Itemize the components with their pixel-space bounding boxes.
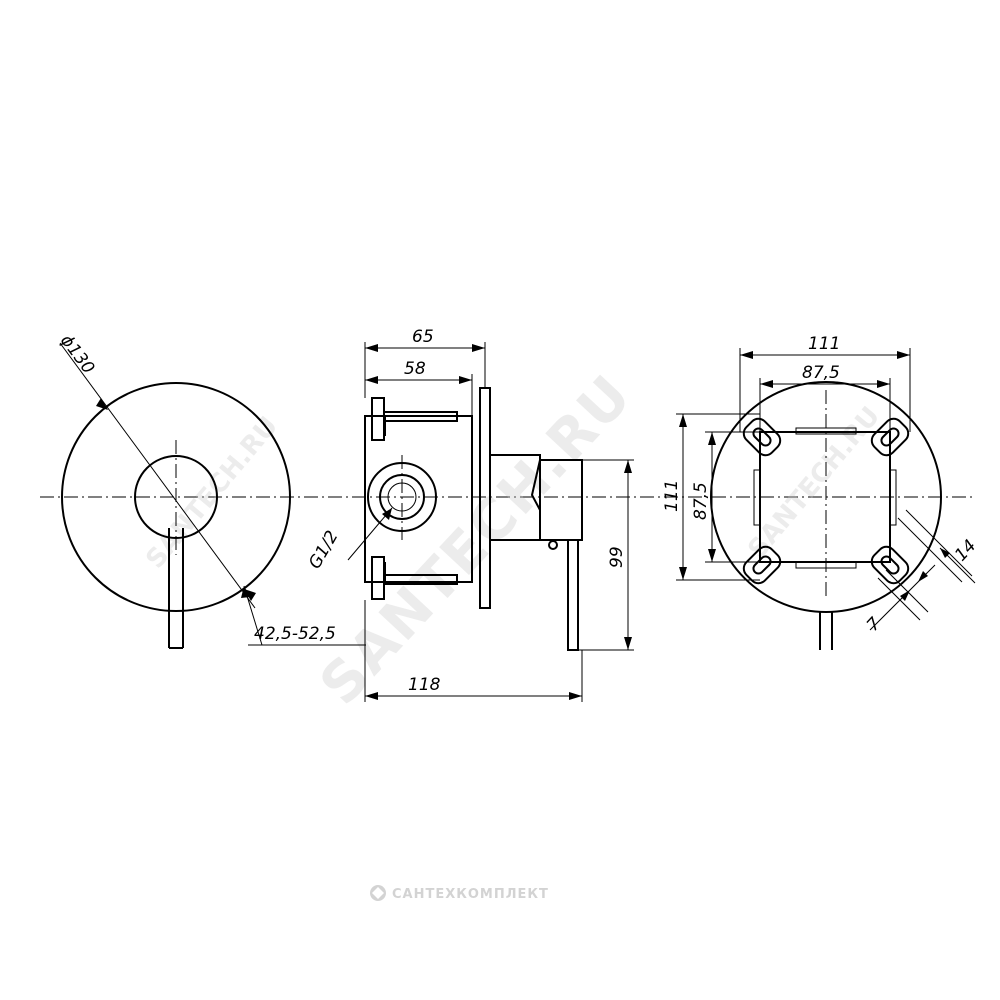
mount-plate-outline — [710, 381, 942, 613]
mount-lug-top-right — [870, 417, 910, 457]
diameter-arrow-top — [96, 398, 108, 410]
lever-pivot — [548, 540, 558, 550]
mount-lug-top-left — [742, 417, 782, 457]
mount-edge-bottom — [795, 561, 857, 569]
dim111v-label: 111 — [662, 480, 682, 512]
dim111v-arrow-top — [679, 414, 687, 427]
brand-logo-icon — [370, 885, 386, 901]
mount-edge-left — [753, 469, 761, 526]
dim58-arrow-left — [365, 376, 378, 384]
dim99-arrow-top — [624, 460, 632, 473]
mount-lug-bottom-right — [870, 545, 910, 585]
dim111h-arrow-right — [897, 351, 910, 359]
diameter-leader-line — [59, 342, 256, 609]
cover-plate-outline — [61, 382, 291, 612]
diameter-label: ϕ130 — [56, 331, 98, 378]
side-view: G1/2 65 58 99 118 — [305, 327, 634, 702]
valve-body-box — [364, 415, 473, 583]
watermark-small-right: SANTECH.RU — [742, 401, 886, 564]
dim65-arrow-right — [472, 344, 485, 352]
dim875h-arrow-right — [877, 380, 890, 388]
dim875h-label: 87,5 — [802, 363, 840, 383]
dim111h-arrow-left — [740, 351, 753, 359]
dim7-ext-b — [885, 569, 929, 613]
dim58-arrow-right — [459, 376, 472, 384]
dim118-label: 118 — [408, 675, 441, 695]
dim118-arrow-left — [365, 692, 378, 700]
brand-watermark: САНТЕХКОМПЛЕКТ — [370, 885, 549, 902]
dim14-label: 14 — [951, 536, 980, 565]
brand-name: САНТЕХКОМПЛЕКТ — [392, 887, 549, 902]
dim7-arrow-b — [918, 571, 928, 582]
thread-leader-line — [347, 507, 393, 561]
dim7-ext-a — [877, 577, 921, 621]
dim111v-arrow-bottom — [679, 567, 687, 580]
dim14-ext-a — [897, 517, 963, 583]
dim99-arrow-bottom — [624, 637, 632, 650]
dim875v-arrow-bottom — [708, 549, 716, 562]
dim58-label: 58 — [404, 359, 426, 379]
bottom-connection-rail — [383, 574, 458, 585]
dim7-arrow-a — [900, 590, 910, 601]
dim14-arrow — [940, 548, 950, 558]
dim111h-label: 111 — [808, 334, 840, 354]
dim65-label: 65 — [412, 327, 434, 347]
escutcheon-profile — [490, 454, 541, 541]
mount-edge-right — [889, 469, 897, 526]
watermark-main: SANTECH.RU — [308, 363, 645, 718]
handle-range-arrow — [241, 586, 250, 598]
thread-label: G1/2 — [305, 527, 343, 572]
dim14-ext-b — [905, 509, 973, 577]
dim65-arrow-left — [365, 344, 378, 352]
dim875v-arrow-top — [708, 432, 716, 445]
thread-arrow — [382, 508, 392, 520]
mount-lug-bottom-left — [742, 545, 782, 585]
dim875h-arrow-left — [760, 380, 773, 388]
handle-range-label: 42,5-52,5 — [254, 624, 336, 644]
dim875v-label: 87,5 — [691, 482, 711, 520]
top-connection-stub — [371, 397, 385, 441]
dim7-label: 7 — [863, 614, 885, 636]
mount-edge-top — [795, 427, 857, 435]
dim99-label: 99 — [607, 546, 627, 568]
dim118-arrow-right — [569, 692, 582, 700]
top-connection-rail — [383, 411, 458, 422]
lever-handle-side — [567, 539, 579, 651]
